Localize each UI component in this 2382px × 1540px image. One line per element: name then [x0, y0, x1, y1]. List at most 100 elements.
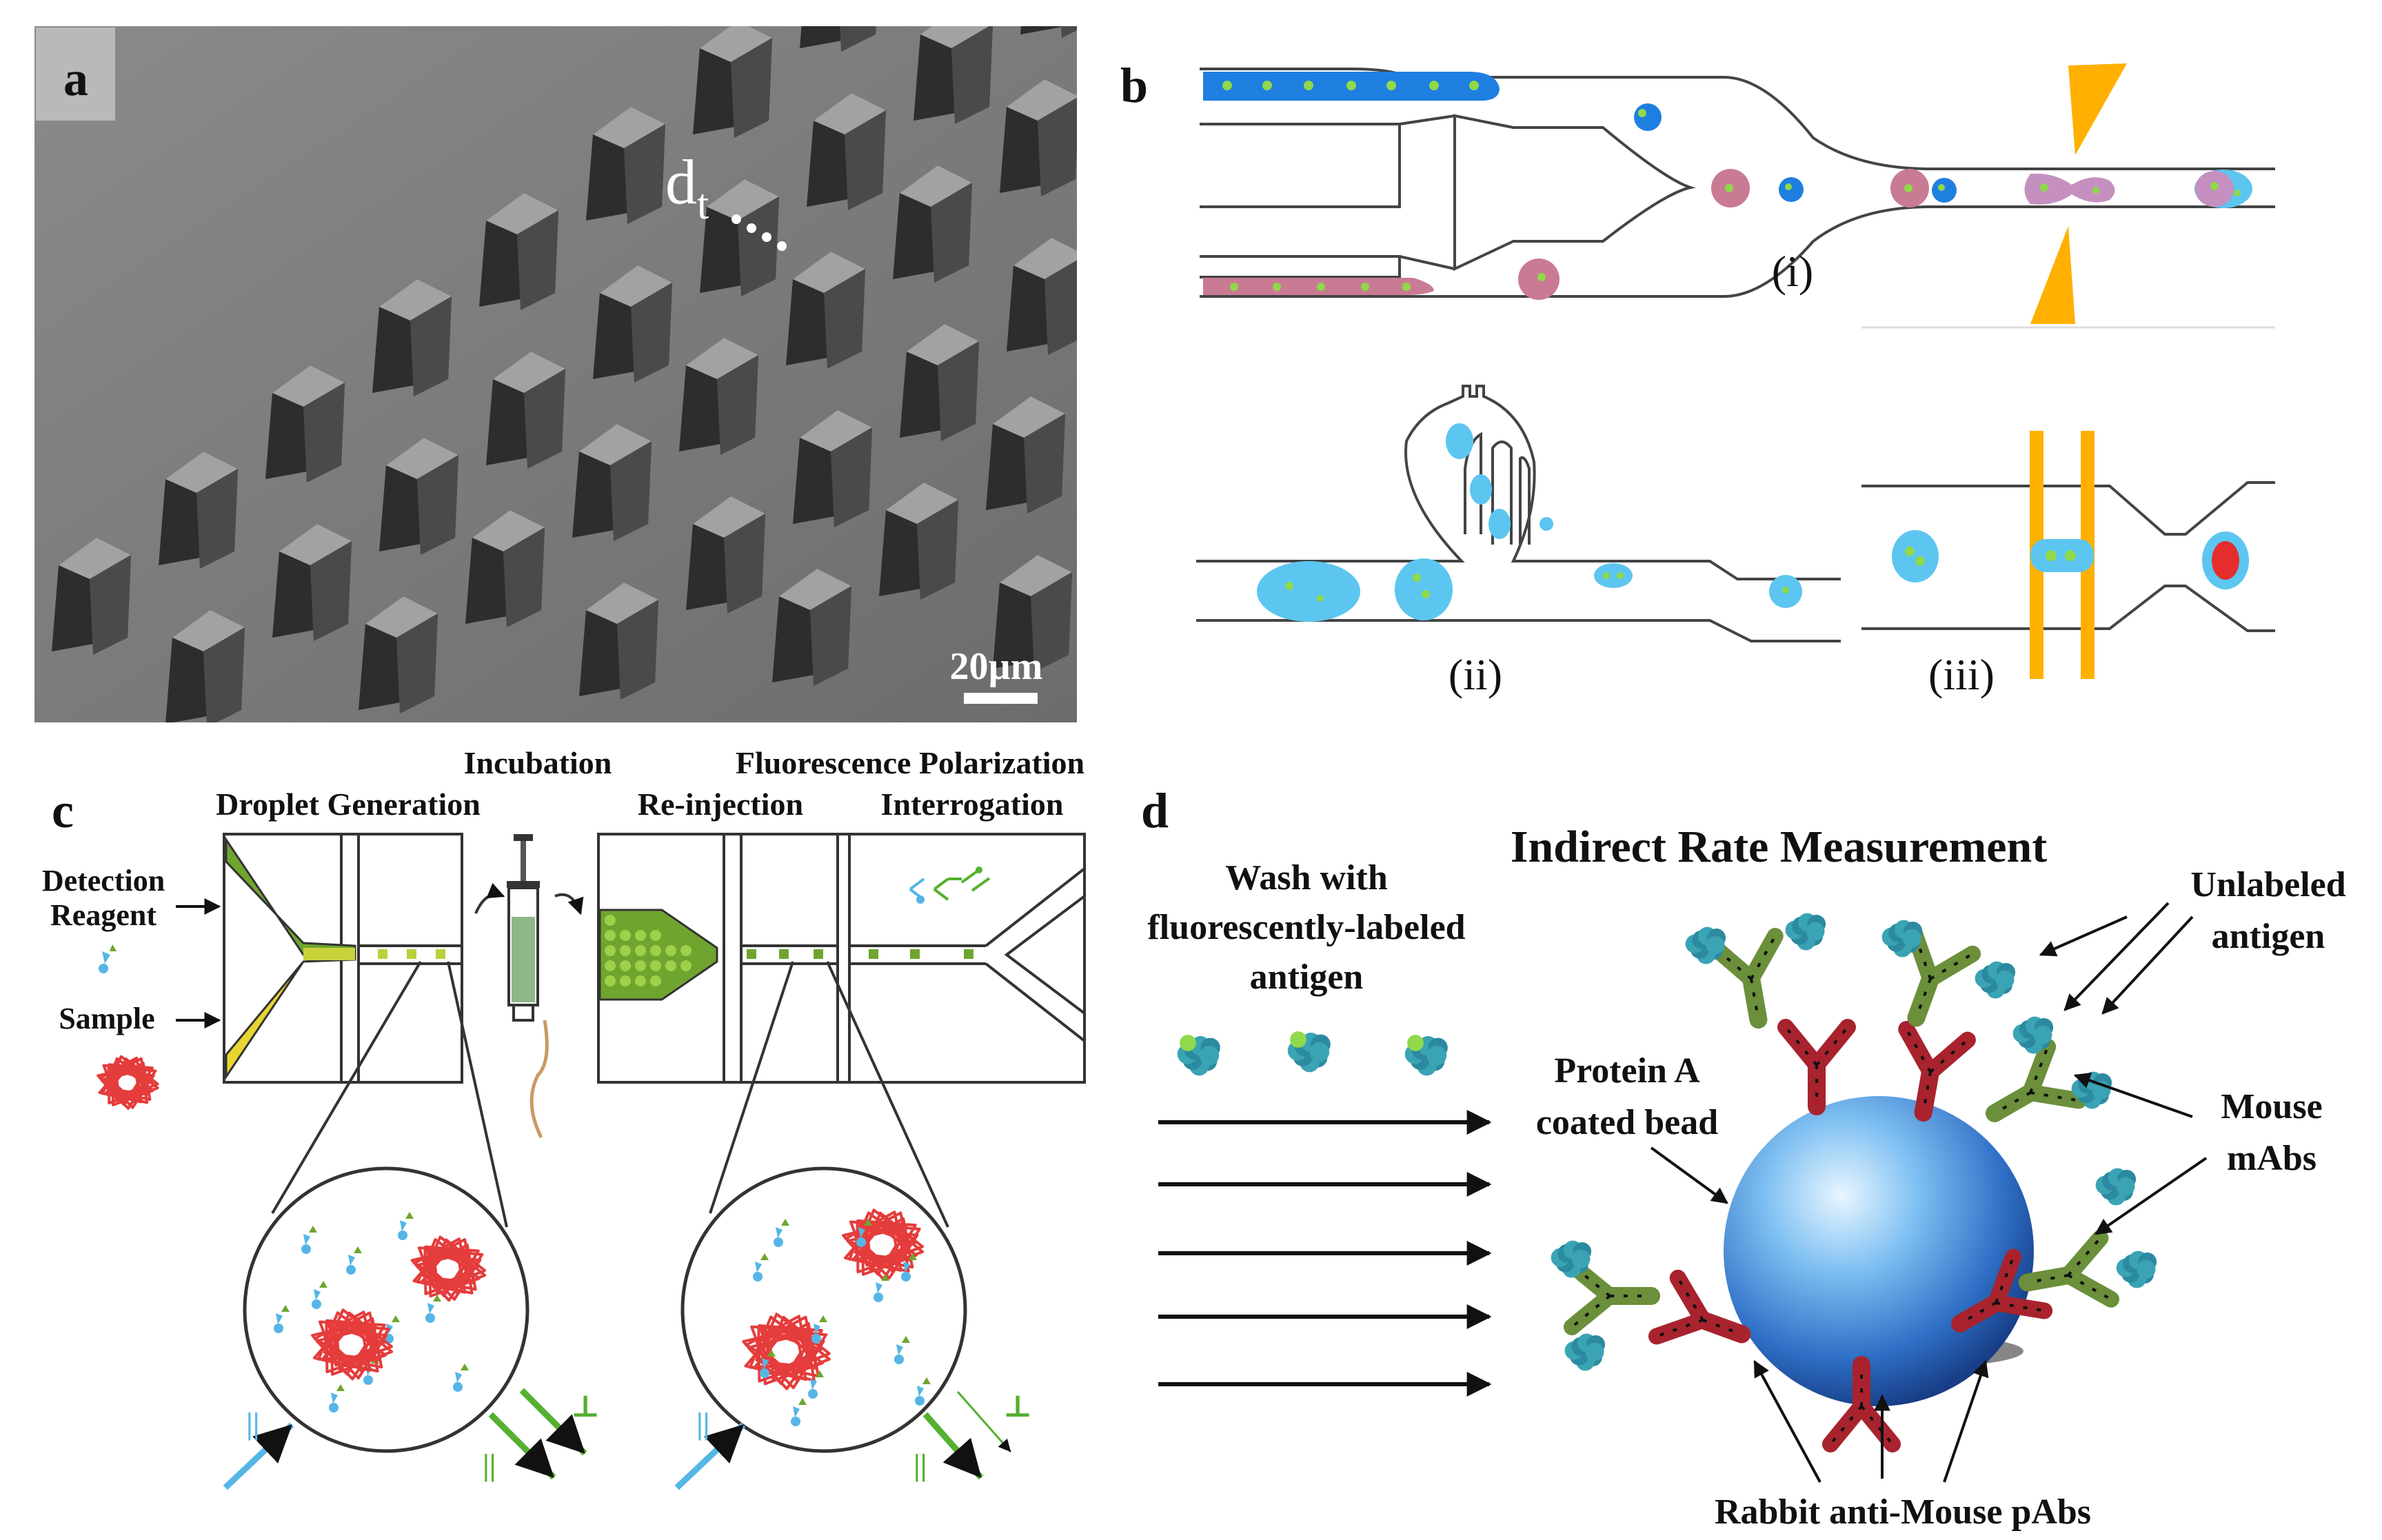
sample-chain: [842, 1208, 925, 1281]
sem-pillar-side: [724, 514, 765, 614]
sem-pillar: [1100, 469, 1179, 582]
antigen-lobe: [1199, 1046, 1220, 1066]
label-interrogation: Interrogation: [881, 787, 1064, 822]
reagent-molecule: [400, 1220, 407, 1231]
reagent-molecule: [398, 1230, 407, 1240]
sem-pillar-side: [524, 369, 565, 469]
label-sample: Sample: [59, 1002, 154, 1035]
sem-pillar-side: [1251, 0, 1293, 24]
reagent-molecule: [894, 1355, 904, 1364]
sem-pillar-side: [617, 600, 658, 700]
bead-dot: [1402, 283, 1411, 291]
packed-droplet: [605, 930, 616, 941]
packed-droplet: [665, 960, 676, 971]
reagent-molecule: [810, 1379, 817, 1390]
reagent-molecule: [453, 1382, 463, 1392]
mouse-line-1: Mouse: [2221, 1087, 2322, 1126]
antigen-lobe: [1585, 1342, 1604, 1361]
zoom-circle-right: [680, 1166, 967, 1453]
sem-pillar-side: [0, 641, 24, 741]
bead-dot: [1469, 81, 1479, 90]
sem-pillar-side: [731, 38, 772, 138]
reagent-molecule: [856, 1237, 866, 1247]
reagent-molecule: [858, 1227, 865, 1238]
scale-bar: [964, 693, 1038, 704]
reagent-molecule: [346, 1265, 356, 1275]
pol-par-1: ||: [246, 1407, 259, 1441]
sem-pillar-side: [203, 627, 245, 722]
bead-dot: [1222, 81, 1232, 90]
packed-droplet: [635, 960, 646, 971]
sem-pillar-top: [272, 365, 345, 407]
reagent-label: [881, 1274, 889, 1281]
reagent-label: [819, 1315, 827, 1322]
channel-i: [1200, 68, 2275, 298]
sem-pillar-side: [396, 614, 438, 713]
reagent-molecule: [274, 1324, 283, 1333]
curved-arrow-right: [554, 893, 584, 915]
sem-pillar-side: [810, 586, 851, 686]
sem-pillar-top: [1334, 0, 1406, 21]
sem-pillar: [0, 624, 24, 738]
reagent-molecule: [348, 1255, 355, 1266]
mouse-line-2: mAbs: [2227, 1139, 2317, 1178]
antibody: [1898, 1021, 1976, 1122]
packed-droplet: [620, 930, 631, 941]
sem-pillar-side: [410, 296, 452, 396]
reagent-molecule: [876, 1282, 882, 1293]
bead-dot: [1304, 81, 1313, 90]
laser-top: [2068, 63, 2127, 155]
title-indirect-rate: Indirect Rate Measurement: [1511, 822, 2047, 872]
bead-dot: [1386, 81, 1396, 90]
rabbit-label: Rabbit anti-Mouse pAbs: [1715, 1492, 2091, 1532]
reagent-molecule: [363, 1375, 373, 1385]
fluorescent-label: [1290, 1031, 1306, 1048]
fluorescent-label: [1407, 1035, 1424, 1051]
reagent-label: [902, 1336, 910, 1343]
sem-pillar-side: [845, 110, 886, 210]
sem-pillar-side: [1244, 400, 1286, 500]
reagent-molecule: [811, 1334, 821, 1344]
reagent-label: [392, 1315, 400, 1322]
panel-letter-box: [36, 28, 115, 121]
antibody-arm: [1808, 1019, 1856, 1073]
fluorescent-label: [1180, 1035, 1196, 1051]
sem-pillar-side: [303, 383, 345, 483]
packed-droplet: [605, 945, 616, 956]
sem-pillar-top: [886, 483, 958, 524]
curved-arrow-left: [474, 882, 505, 914]
reagent-label: [864, 1219, 872, 1226]
reagent-molecule: [312, 1299, 321, 1309]
panel-letter-a: a: [63, 51, 88, 106]
channel-iii: [1861, 481, 2275, 632]
antigen-lobe: [1309, 1042, 1330, 1062]
sem-pillar-top: [1427, 210, 1500, 252]
reagent-label: [281, 1305, 290, 1312]
sem-pillar: [1113, 152, 1193, 265]
sem-pillar-top: [814, 93, 886, 134]
packed-droplet: [635, 975, 646, 986]
packed-droplet: [620, 975, 631, 986]
reagent-molecule: [896, 1344, 903, 1355]
bead-dot: [1230, 283, 1238, 291]
sem-pillar-top: [1000, 555, 1072, 596]
bead-dot: [1346, 81, 1356, 90]
unlabeled-line-1: Unlabeled: [2190, 865, 2345, 904]
sem-pillar-side: [90, 555, 131, 655]
reagent-label: [781, 1219, 789, 1226]
sem-pillar-top: [0, 624, 24, 665]
antibody: [1564, 1257, 1660, 1335]
sem-pillar-top: [165, 452, 238, 493]
sem-pillar-side: [824, 269, 865, 369]
sem-pillar-top: [1320, 296, 1393, 338]
sem-pillar-top: [1107, 469, 1179, 510]
sem-pillar-top: [579, 424, 652, 465]
sem-pillar-side: [1351, 314, 1393, 414]
sem-pillar-top: [1013, 238, 1077, 279]
reagent-molecule: [915, 1396, 925, 1406]
sem-pillar-top: [1313, 138, 1386, 179]
sem-pillar-side: [1672, 55, 1713, 155]
sem-pillar-side: [931, 183, 972, 283]
antigen-lobe: [2137, 1259, 2156, 1279]
pol-perp-2: ⊥: [1003, 1390, 1032, 1424]
